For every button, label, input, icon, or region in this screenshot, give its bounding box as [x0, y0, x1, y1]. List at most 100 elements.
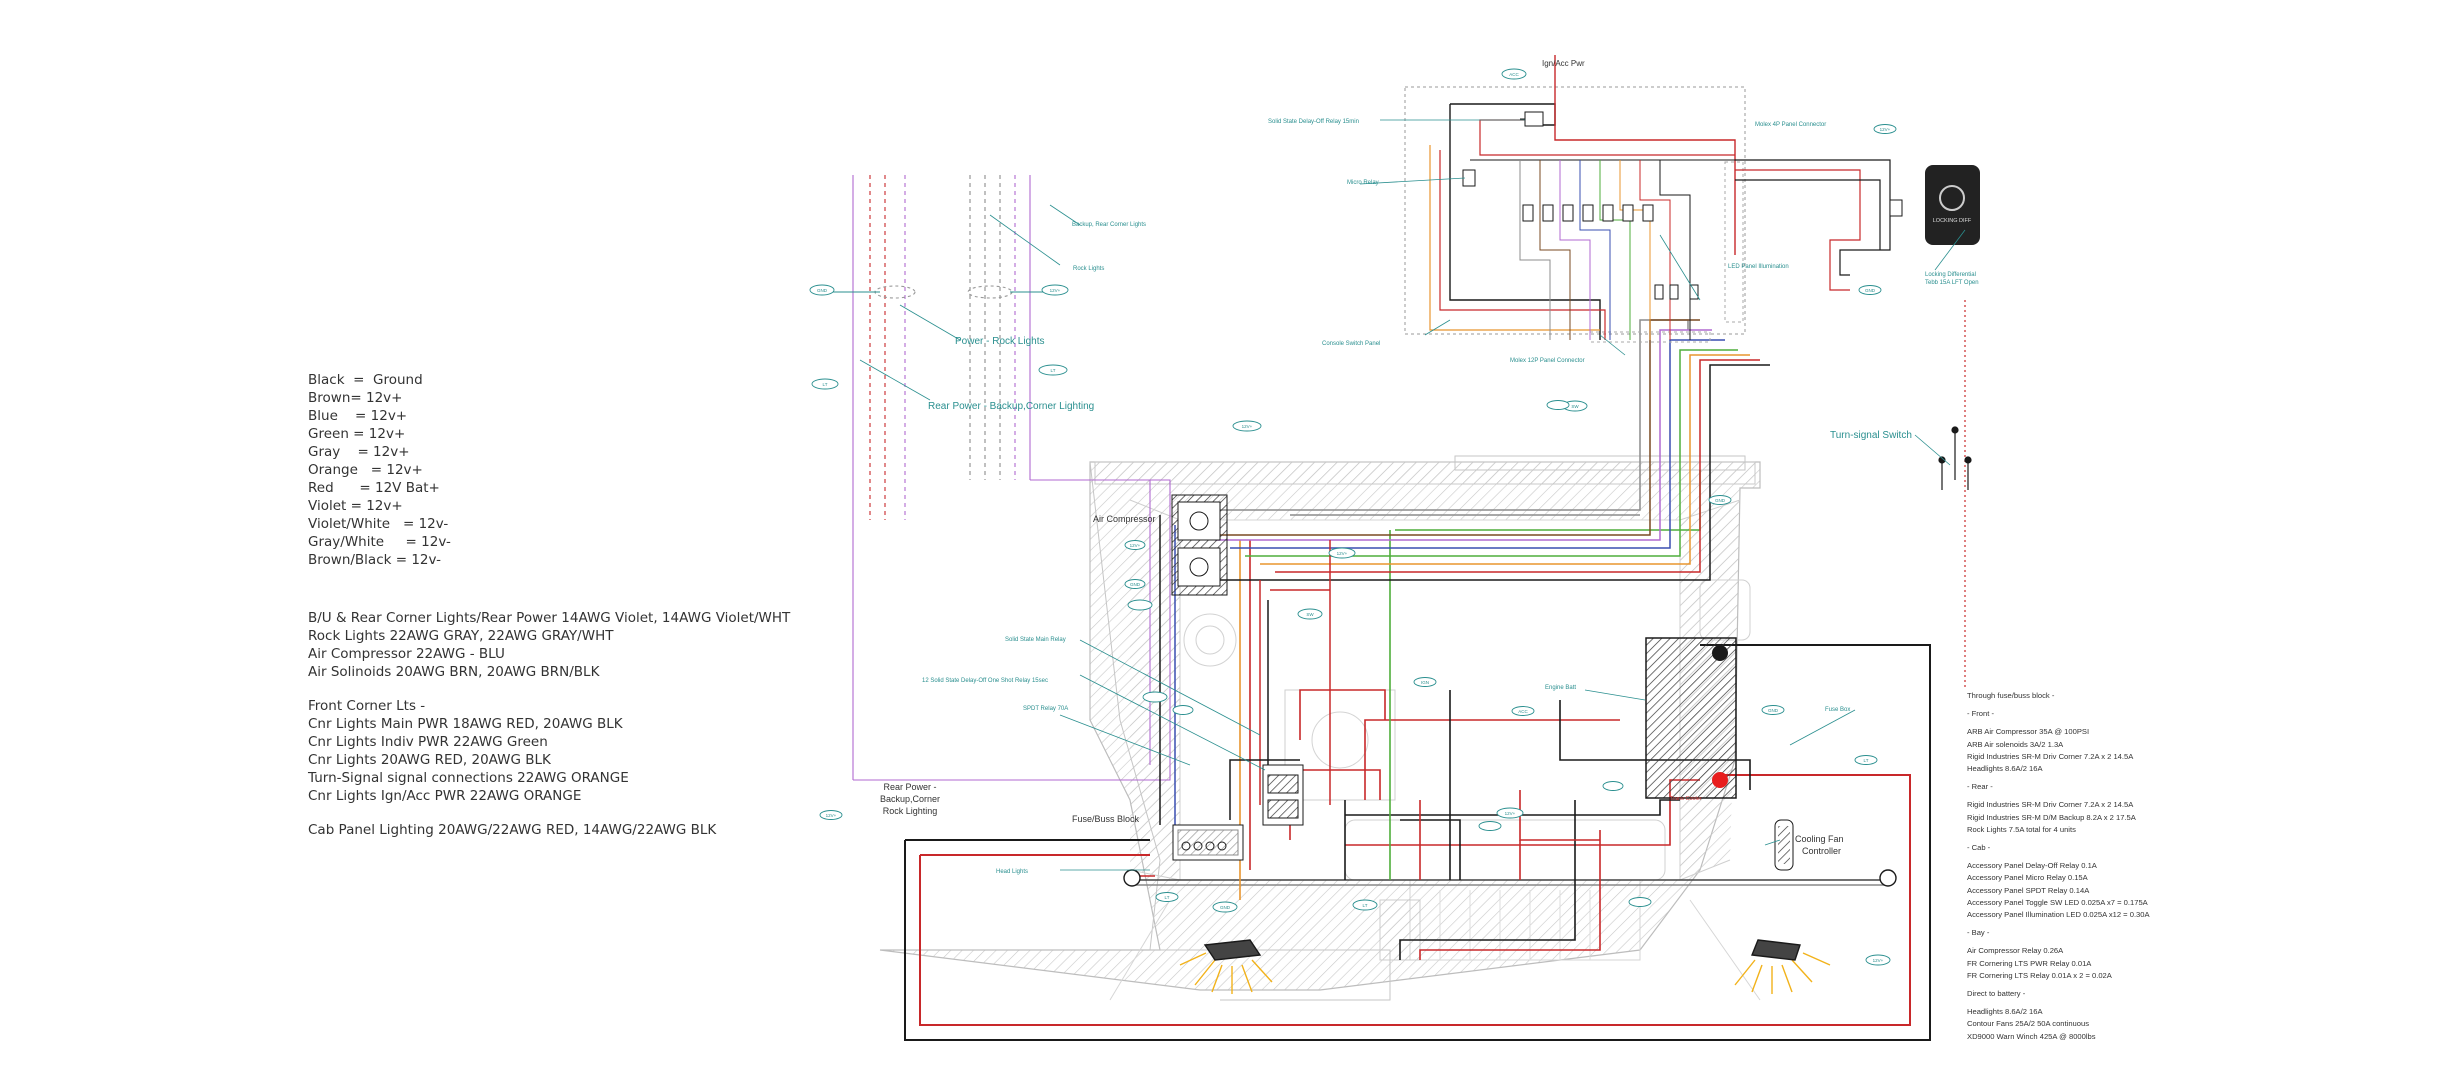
- engine-batt-label: Engine Batt: [1545, 685, 1576, 691]
- main-harness: [1159, 319, 1770, 825]
- cab-panel-loop: [904, 644, 1931, 1041]
- wire-tag: 12V+: [1880, 127, 1891, 132]
- ssr-on-relay-label: Solid State Delay-Off Relay 15min: [1268, 119, 1359, 125]
- rear-power-box-label: Rear Power -: [883, 782, 936, 792]
- wire-tag: SW: [1571, 404, 1579, 409]
- wire-tag: 12V+: [1130, 543, 1141, 548]
- wire-tag: GND: [1130, 582, 1141, 587]
- rock-lights-label: Rock Lights: [1073, 266, 1104, 272]
- wire-tag: 12V+: [1505, 811, 1516, 816]
- budget-line: Accessory Panel SPDT Relay 0.14A: [1967, 885, 2090, 895]
- wire-note: Air Solinoids 20AWG BRN, 20AWG BRN/BLK: [308, 664, 600, 680]
- wire-tag: 12V+: [1337, 551, 1348, 556]
- power-rock-lights-label: Power - Rock Lights: [955, 336, 1044, 347]
- wire-note: Cnr Lights Ign/Acc PWR 22AWG ORANGE: [308, 788, 582, 804]
- budget-line: - Cab -: [1967, 843, 1991, 853]
- budget-line: FR Cornering LTS PWR Relay 0.01A: [1967, 958, 2092, 968]
- wire-note: Air Compressor 22AWG - BLU: [308, 646, 505, 662]
- wire-tag: ACC: [1509, 72, 1519, 77]
- legend-line: Green = 12v+: [308, 426, 406, 442]
- cooling-fan-controller: [1774, 819, 1794, 871]
- wire-tag: GND: [1768, 708, 1779, 713]
- wire-gauge-notes: B/U & Rear Corner Lights/Rear Power 14AW…: [308, 609, 790, 839]
- cooling-fan-label: Cooling Fan: [1795, 834, 1844, 844]
- molex-connector-bottom-label: Molex 12P Panel Connector: [1510, 358, 1585, 364]
- wire-color-legend: Black = Ground Brown= 12v+ Blue = 12v+ G…: [308, 371, 451, 569]
- budget-line: - Rear -: [1967, 782, 1993, 792]
- budget-line: Headlights 8.6A/2 16A: [1967, 1007, 2043, 1017]
- wire-note: Cnr Lights Indiv PWR 22AWG Green: [308, 734, 548, 750]
- wire-tag: IGN: [1421, 680, 1429, 685]
- wire-tag: GND: [1865, 288, 1876, 293]
- wire-tag: GND: [1715, 498, 1726, 503]
- wire-note: B/U & Rear Corner Lights/Rear Power 14AW…: [308, 610, 791, 626]
- battery: [1645, 637, 1737, 799]
- wire-tag: LT: [1051, 368, 1056, 373]
- ign-acc-pwr-label: Ign/Acc Pwr: [1542, 59, 1585, 68]
- led-panel-illumination-label: LED Panel Illumination: [1728, 264, 1789, 270]
- wire-tag: ACC: [1518, 709, 1528, 714]
- wire-tag: GND: [1220, 905, 1231, 910]
- rear-power-backup-label: Rear Power - Backup,Corner Lighting: [928, 401, 1094, 412]
- engine-bay-outline: [879, 455, 1761, 1001]
- wire-tag: LT: [1363, 903, 1368, 908]
- turn-signal-switch-label: Turn-signal Switch: [1830, 430, 1912, 441]
- budget-line: Accessory Panel Micro Relay 0.15A: [1967, 873, 2088, 883]
- budget-line: Through fuse/buss block -: [1967, 691, 2055, 700]
- wire-note: Cab Panel Lighting 20AWG/22AWG RED, 14AW…: [308, 822, 717, 838]
- trans-cooler-label: Trans Cooler: [1670, 796, 1702, 802]
- budget-line: Accessory Panel Delay-Off Relay 0.1A: [1967, 861, 2097, 871]
- wire-note: Cnr Lights Main PWR 18AWG RED, 20AWG BLK: [308, 716, 623, 732]
- budget-line: - Bay -: [1967, 928, 1990, 938]
- wire-note: Front Corner Lts -: [308, 698, 426, 714]
- wire-tag: LT: [1165, 895, 1170, 900]
- wire-tag: LT: [823, 382, 828, 387]
- wire-tag: 12V+: [826, 813, 837, 818]
- legend-line: Black = Ground: [308, 372, 423, 388]
- backup-rear-lights-label: Backup, Rear Corner Lights: [1072, 222, 1146, 228]
- wire-tag: 12V+: [1242, 424, 1253, 429]
- switch-face-label: LOCKING DIFF: [1933, 218, 1972, 224]
- budget-line: Contour Fans 25A/2 50A continuous: [1967, 1019, 2090, 1029]
- budget-line: Direct to battery -: [1967, 989, 2026, 999]
- wire-tag: SW: [1306, 612, 1314, 617]
- budget-line: Rigid Industries SR-M Driv Corner 7.2A x…: [1967, 751, 2134, 761]
- console-switch-panel-label: Console Switch Panel: [1322, 341, 1380, 347]
- air-compressor-label: Air Compressor: [1093, 514, 1156, 524]
- fuse-buss-block-label: Fuse/Buss Block: [1072, 814, 1140, 824]
- accessory-panel: [1404, 55, 1903, 343]
- budget-line: ARB Air solenoids 3A/2 1.3A: [1967, 739, 2064, 749]
- fuse-box-label: Fuse Box: [1825, 707, 1850, 713]
- rear-power-box-label: Rock Lighting: [883, 806, 938, 816]
- budget-line: FR Cornering LTS Relay 0.01A x 2 = 0.02A: [1967, 970, 2112, 980]
- budget-line: Rigid Industries SR-M Driv Corner 7.2A x…: [1967, 800, 2134, 810]
- spdt-relay-label: SPDT Relay 70A: [1023, 706, 1068, 712]
- head-lights-label: Head Lights: [996, 869, 1028, 875]
- wire-tag-markers: [809, 68, 1897, 966]
- ssr-one-shot-label: 12 Solid State Delay-Off One Shot Relay …: [922, 678, 1048, 684]
- wire-tag-texts: ACC 12V+ GND SW 12V+ GND 12V+ SW GND 12V…: [817, 72, 1891, 963]
- wire-tag: 12V+: [1050, 288, 1061, 293]
- turn-signal-switch: [1938, 300, 1972, 690]
- annotation-leaders: [859, 119, 1966, 871]
- budget-line: Rock Lights 7.5A total for 4 units: [1967, 824, 2076, 834]
- budget-line: Headlights 8.6A/2 16A: [1967, 764, 2043, 774]
- legend-line: Gray = 12v+: [308, 444, 410, 460]
- wire-note: Cnr Lights 20AWG RED, 20AWG BLK: [308, 752, 551, 768]
- budget-line: Accessory Panel Illumination LED 0.025A …: [1967, 910, 2150, 920]
- budget-line: XD9000 Warn Winch 425A @ 8000lbs: [1967, 1031, 2096, 1041]
- legend-line: Gray/White = 12v-: [308, 534, 451, 550]
- legend-line: Violet = 12v+: [308, 498, 403, 514]
- budget-line: Air Compressor Relay 0.26A: [1967, 946, 2064, 956]
- wire-note: Turn-Signal signal connections 22AWG ORA…: [308, 770, 629, 786]
- legend-line: Blue = 12v+: [308, 408, 408, 424]
- solid-state-main-relay-label: Solid State Main Relay: [1005, 637, 1066, 643]
- budget-line: Rigid Industries SR-M D/M Backup 8.2A x …: [1967, 812, 2136, 822]
- legend-line: Violet/White = 12v-: [308, 516, 449, 532]
- fuse-buss-block: [1172, 764, 1304, 861]
- micro-relay-label: Micro Relay: [1347, 180, 1379, 186]
- legend-line: Red = 12V Bat+: [308, 480, 440, 496]
- rear-harness-lines: [822, 175, 1171, 781]
- legend-line: Brown= 12v+: [308, 390, 403, 406]
